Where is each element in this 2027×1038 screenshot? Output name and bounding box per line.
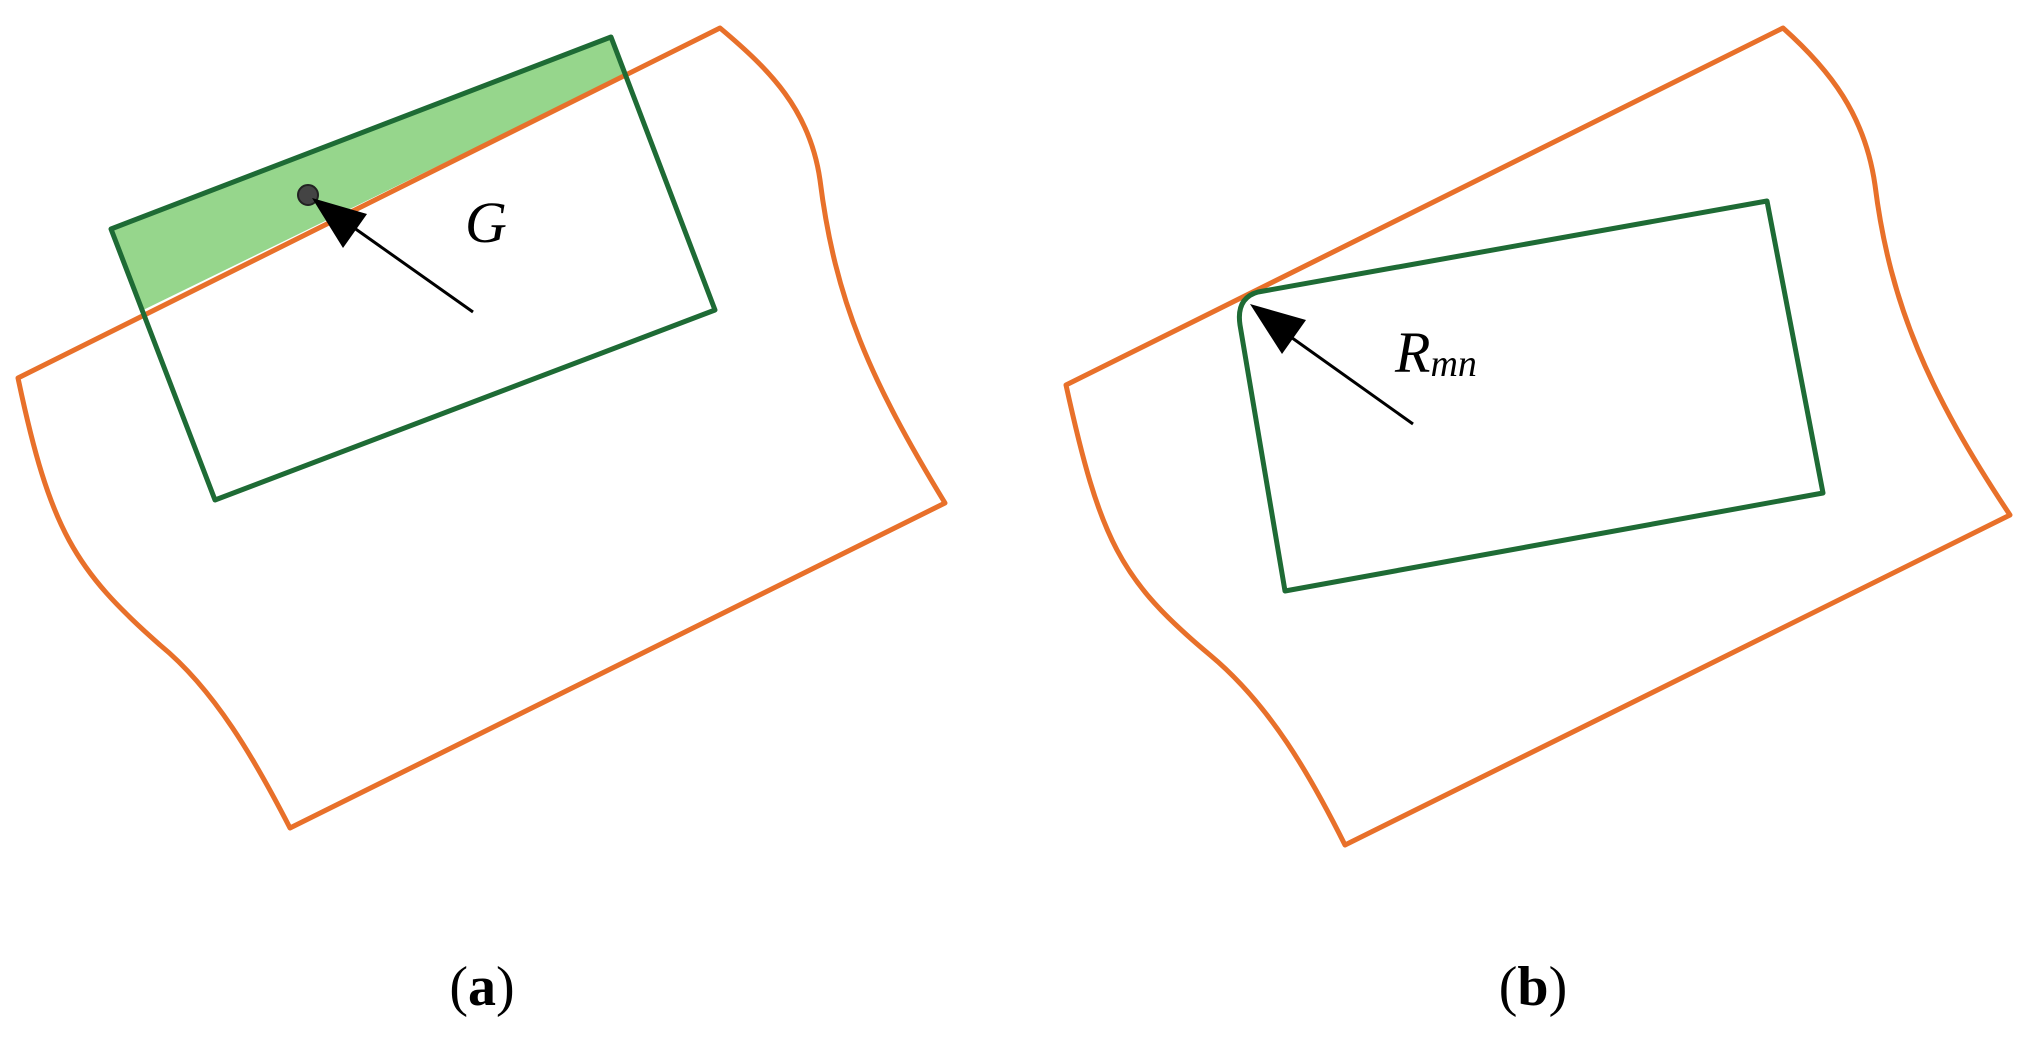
arrow-shaft-b	[1287, 333, 1414, 426]
contact-point-g	[297, 184, 319, 206]
overlap-region	[111, 37, 715, 380]
arrow-head-b	[1250, 304, 1306, 354]
part-boundary-b	[1063, 25, 2013, 848]
arrow-head-a	[312, 198, 367, 248]
panel-a: G (a)	[15, 25, 948, 1018]
caption-b: (b)	[1499, 956, 1567, 1018]
arrow-shaft-a	[349, 223, 474, 314]
part-boundary-a	[15, 25, 948, 831]
gripper-rectangle-b	[1236, 198, 1826, 594]
gripper-rectangle-a	[108, 34, 718, 503]
point-label-g: G	[465, 190, 507, 255]
point-label-rmn: Rmn	[1394, 320, 1477, 385]
caption-a: (a)	[449, 956, 514, 1018]
panel-b: Rmn (b)	[1063, 25, 2013, 1018]
